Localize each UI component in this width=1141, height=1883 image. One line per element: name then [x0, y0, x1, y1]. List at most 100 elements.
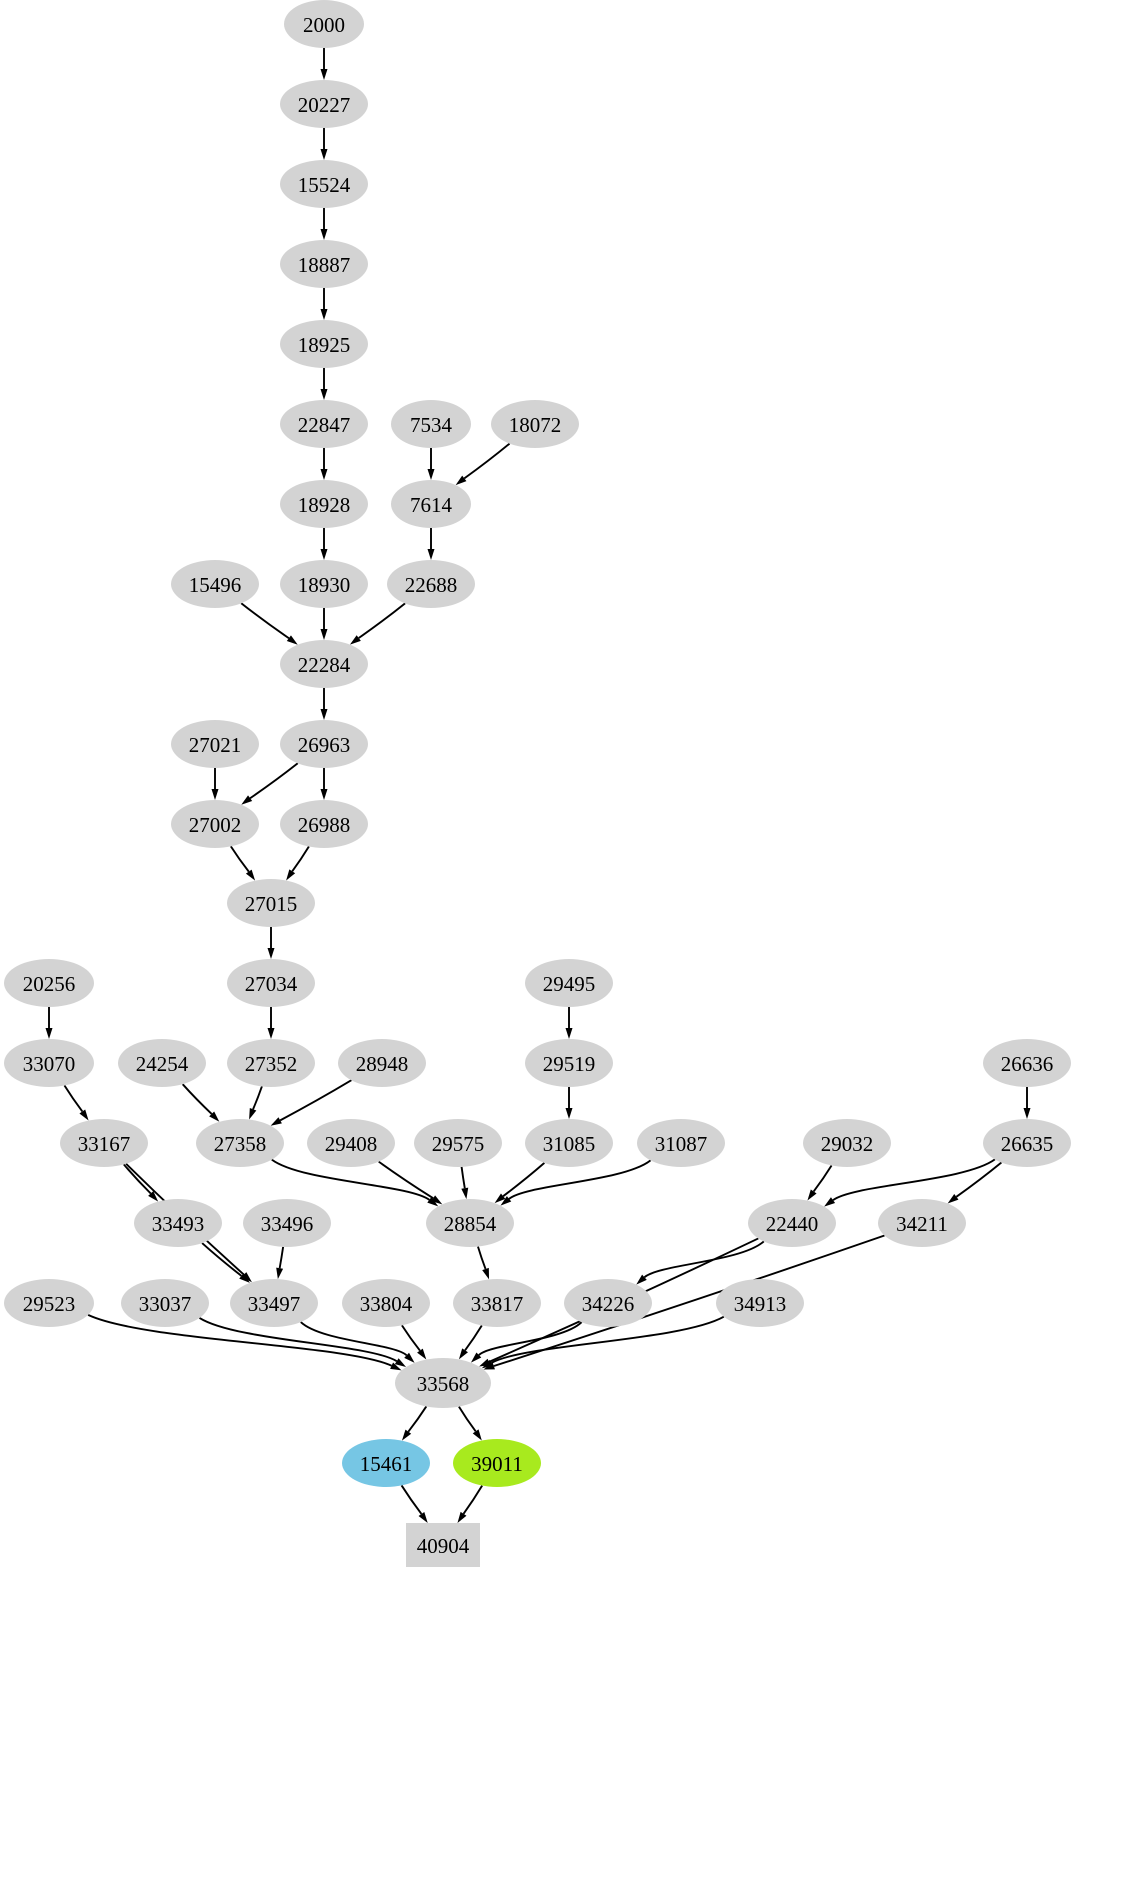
node-ellipse-29495[interactable]: [525, 959, 613, 1007]
node-ellipse-31085[interactable]: [525, 1119, 613, 1167]
graph-node-27021[interactable]: 27021: [171, 720, 259, 768]
graph-node-28854[interactable]: 28854: [426, 1199, 514, 1247]
node-ellipse-29408[interactable]: [307, 1119, 395, 1167]
node-rect-40904[interactable]: [406, 1523, 480, 1567]
node-ellipse-22284[interactable]: [280, 640, 368, 688]
node-ellipse-29519[interactable]: [525, 1039, 613, 1087]
node-ellipse-33167[interactable]: [60, 1119, 148, 1167]
node-ellipse-33037[interactable]: [121, 1279, 209, 1327]
node-ellipse-29523[interactable]: [4, 1279, 94, 1327]
graph-node-33070[interactable]: 33070: [4, 1039, 94, 1087]
node-ellipse-33497[interactable]: [230, 1279, 318, 1327]
node-ellipse-27358[interactable]: [196, 1119, 284, 1167]
graph-node-39011[interactable]: 39011: [453, 1439, 541, 1487]
graph-node-33167[interactable]: 33167: [60, 1119, 148, 1167]
graph-node-29032[interactable]: 29032: [803, 1119, 891, 1167]
node-ellipse-27021[interactable]: [171, 720, 259, 768]
graph-node-20227[interactable]: 20227: [280, 80, 368, 128]
node-ellipse-22847[interactable]: [280, 400, 368, 448]
graph-node-34913[interactable]: 34913: [716, 1279, 804, 1327]
graph-node-29408[interactable]: 29408: [307, 1119, 395, 1167]
node-ellipse-33804[interactable]: [342, 1279, 430, 1327]
node-ellipse-15524[interactable]: [280, 160, 368, 208]
node-ellipse-33070[interactable]: [4, 1039, 94, 1087]
node-ellipse-27352[interactable]: [227, 1039, 315, 1087]
node-ellipse-26636[interactable]: [983, 1039, 1071, 1087]
graph-node-18072[interactable]: 18072: [491, 400, 579, 448]
graph-node-33804[interactable]: 33804: [342, 1279, 430, 1327]
node-ellipse-34913[interactable]: [716, 1279, 804, 1327]
node-ellipse-22688[interactable]: [387, 560, 475, 608]
graph-node-33037[interactable]: 33037: [121, 1279, 209, 1327]
node-ellipse-27002[interactable]: [171, 800, 259, 848]
graph-node-34226[interactable]: 34226: [564, 1279, 652, 1327]
graph-node-29495[interactable]: 29495: [525, 959, 613, 1007]
node-ellipse-39011[interactable]: [453, 1439, 541, 1487]
graph-node-33497[interactable]: 33497: [230, 1279, 318, 1327]
graph-node-24254[interactable]: 24254: [118, 1039, 206, 1087]
node-ellipse-20256[interactable]: [4, 959, 94, 1007]
graph-node-2000[interactable]: 2000: [284, 0, 364, 48]
graph-node-29523[interactable]: 29523: [4, 1279, 94, 1327]
graph-node-27352[interactable]: 27352: [227, 1039, 315, 1087]
graph-node-27358[interactable]: 27358: [196, 1119, 284, 1167]
node-ellipse-31087[interactable]: [637, 1119, 725, 1167]
node-ellipse-34226[interactable]: [564, 1279, 652, 1327]
node-ellipse-18928[interactable]: [280, 480, 368, 528]
node-ellipse-34211[interactable]: [878, 1199, 966, 1247]
node-ellipse-18887[interactable]: [280, 240, 368, 288]
node-ellipse-18925[interactable]: [280, 320, 368, 368]
node-ellipse-33817[interactable]: [453, 1279, 541, 1327]
graph-node-27002[interactable]: 27002: [171, 800, 259, 848]
graph-node-18928[interactable]: 18928: [280, 480, 368, 528]
graph-node-27034[interactable]: 27034: [227, 959, 315, 1007]
graph-node-15524[interactable]: 15524: [280, 160, 368, 208]
graph-node-33817[interactable]: 33817: [453, 1279, 541, 1327]
graph-node-18887[interactable]: 18887: [280, 240, 368, 288]
graph-node-7534[interactable]: 7534: [391, 400, 471, 448]
graph-node-40904[interactable]: 40904: [406, 1523, 480, 1567]
node-ellipse-33496[interactable]: [243, 1199, 331, 1247]
graph-node-26635[interactable]: 26635: [983, 1119, 1071, 1167]
graph-node-18925[interactable]: 18925: [280, 320, 368, 368]
node-ellipse-26963[interactable]: [280, 720, 368, 768]
graph-node-31085[interactable]: 31085: [525, 1119, 613, 1167]
node-ellipse-22440[interactable]: [748, 1199, 836, 1247]
graph-node-33568[interactable]: 33568: [395, 1358, 491, 1408]
graph-node-15461[interactable]: 15461: [342, 1439, 430, 1487]
graph-node-27015[interactable]: 27015: [227, 879, 315, 927]
node-ellipse-33568[interactable]: [395, 1358, 491, 1408]
node-ellipse-33493[interactable]: [134, 1199, 222, 1247]
node-ellipse-15461[interactable]: [342, 1439, 430, 1487]
graph-node-34211[interactable]: 34211: [878, 1199, 966, 1247]
graph-node-20256[interactable]: 20256: [4, 959, 94, 1007]
graph-node-29575[interactable]: 29575: [414, 1119, 502, 1167]
node-ellipse-27034[interactable]: [227, 959, 315, 1007]
node-ellipse-29575[interactable]: [414, 1119, 502, 1167]
graph-node-28948[interactable]: 28948: [338, 1039, 426, 1087]
node-ellipse-15496[interactable]: [171, 560, 259, 608]
graph-node-33493[interactable]: 33493: [134, 1199, 222, 1247]
node-ellipse-26988[interactable]: [280, 800, 368, 848]
node-ellipse-7614[interactable]: [391, 480, 471, 528]
node-ellipse-27015[interactable]: [227, 879, 315, 927]
node-ellipse-29032[interactable]: [803, 1119, 891, 1167]
graph-node-22688[interactable]: 22688: [387, 560, 475, 608]
graph-node-22440[interactable]: 22440: [748, 1199, 836, 1247]
node-ellipse-18930[interactable]: [280, 560, 368, 608]
node-ellipse-7534[interactable]: [391, 400, 471, 448]
graph-node-29519[interactable]: 29519: [525, 1039, 613, 1087]
node-ellipse-2000[interactable]: [284, 0, 364, 48]
graph-node-33496[interactable]: 33496: [243, 1199, 331, 1247]
graph-node-15496[interactable]: 15496: [171, 560, 259, 608]
node-ellipse-24254[interactable]: [118, 1039, 206, 1087]
graph-node-18930[interactable]: 18930: [280, 560, 368, 608]
node-ellipse-18072[interactable]: [491, 400, 579, 448]
graph-node-26963[interactable]: 26963: [280, 720, 368, 768]
node-ellipse-28948[interactable]: [338, 1039, 426, 1087]
graph-node-31087[interactable]: 31087: [637, 1119, 725, 1167]
graph-node-26636[interactable]: 26636: [983, 1039, 1071, 1087]
node-ellipse-20227[interactable]: [280, 80, 368, 128]
graph-node-22284[interactable]: 22284: [280, 640, 368, 688]
node-ellipse-26635[interactable]: [983, 1119, 1071, 1167]
